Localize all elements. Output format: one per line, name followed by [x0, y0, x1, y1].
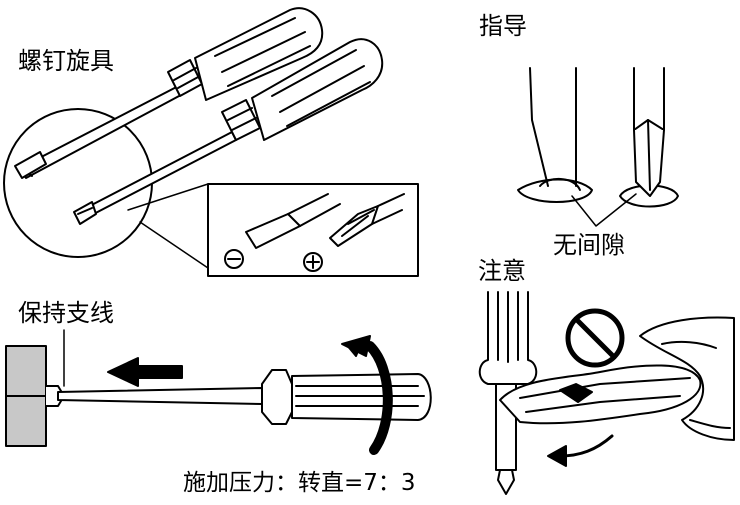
- flat-blade-in-slot: [517, 67, 593, 203]
- minus-symbol: [224, 249, 244, 269]
- pliers-gripping-shaft: [499, 364, 702, 425]
- phillips-blade-in-screw: [619, 67, 679, 208]
- horizontal-screwdriver: [57, 369, 432, 425]
- phillips-screwdriver: [73, 38, 384, 225]
- inset-leader-lines: [127, 183, 209, 269]
- label-no-gap: 无间隙: [553, 231, 625, 259]
- label-screwdriver: 螺钉旋具: [18, 47, 114, 75]
- caption-pressure-ratio: 施加压力：转直=7：3: [183, 470, 416, 496]
- rotate-arrow-icon: [341, 335, 393, 455]
- gripping-hand: [639, 316, 735, 441]
- push-arrow-icon: [107, 357, 183, 387]
- prohibited-icon: [565, 308, 625, 368]
- flathead-screwdriver: [14, 7, 324, 179]
- label-caution: 注意: [478, 257, 526, 285]
- wall-block: [5, 345, 47, 447]
- magnifier-circle: [3, 108, 153, 258]
- no-gap-leader-lines: [571, 193, 637, 227]
- label-hold-straight: 保持支线: [18, 299, 114, 327]
- turn-arrow-icon: [547, 434, 614, 467]
- plus-symbol: [303, 252, 323, 272]
- label-guide: 指导: [479, 12, 527, 40]
